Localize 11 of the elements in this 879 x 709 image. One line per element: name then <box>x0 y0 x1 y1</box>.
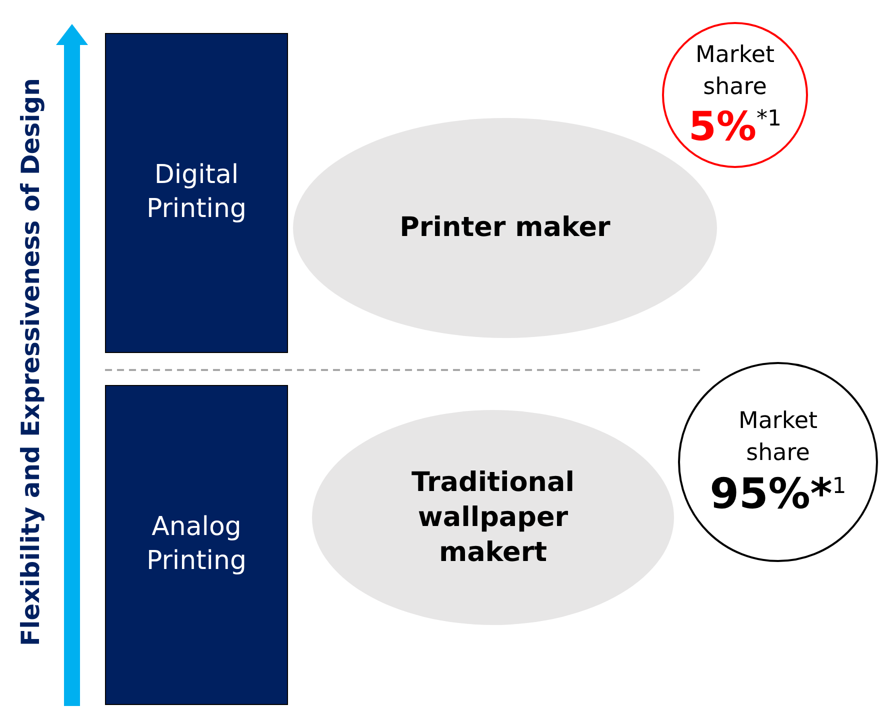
share-value: 5%$^{*1}$ <box>688 103 782 152</box>
method-label: Analog Printing <box>145 511 248 578</box>
axis-label: Flexibility and Expressiveness of Design <box>16 77 45 648</box>
share-value: 95%*$^{1}$ <box>710 468 846 520</box>
method-label: Digital Printing <box>145 159 248 226</box>
share-label: Market share <box>694 40 776 102</box>
printing-method-box <box>105 33 288 353</box>
printing-method-box <box>105 385 288 705</box>
share-label: Market share <box>737 406 819 468</box>
maker-label: Traditional wallpaper makert <box>410 466 576 570</box>
maker-label: Printer maker <box>398 211 612 246</box>
